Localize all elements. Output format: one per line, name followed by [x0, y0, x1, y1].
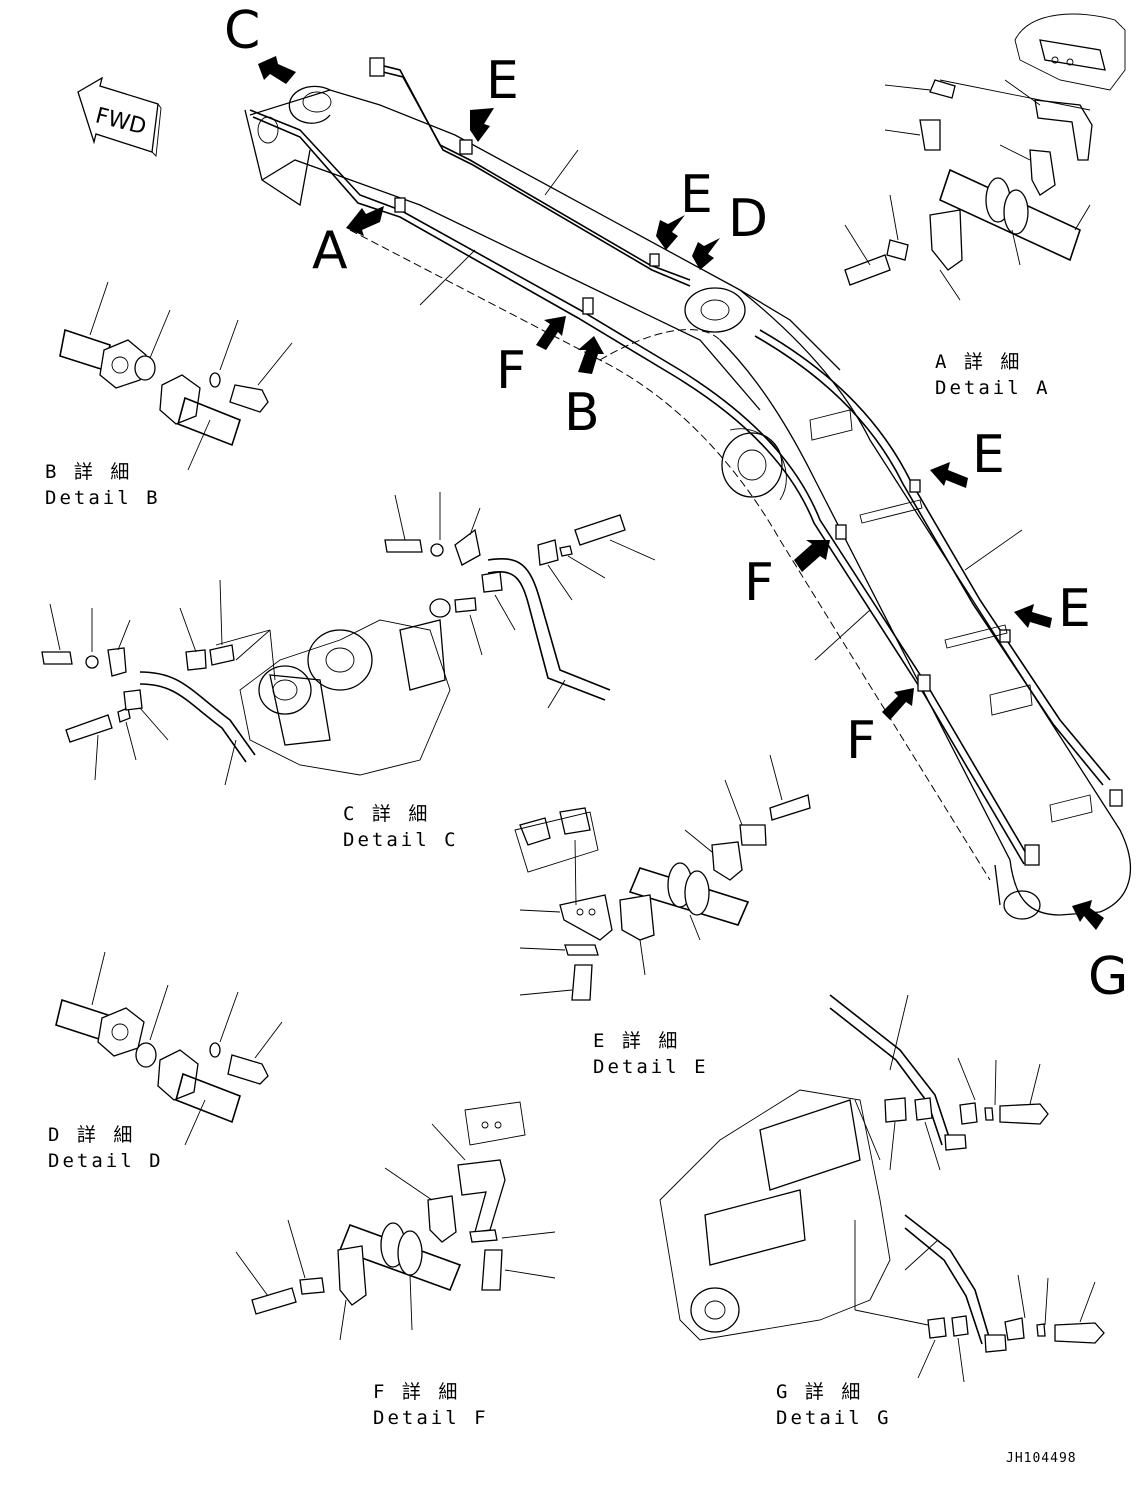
drawing-code: JH104498 — [1006, 1451, 1077, 1466]
callout-g: G — [1088, 947, 1128, 1007]
detail-g-drawing — [659, 994, 1105, 1383]
callout-f1: F — [496, 341, 526, 401]
detail-c-en: Detail C — [343, 829, 459, 851]
callout-e1: E — [486, 51, 519, 111]
detail-e-en: Detail E — [593, 1056, 709, 1078]
callout-f2: F — [744, 553, 774, 613]
detail-g-en: Detail G — [776, 1407, 892, 1429]
callout-e4: E — [1058, 579, 1091, 639]
detail-g-jp: G 詳 細 — [776, 1381, 863, 1403]
arrow-e4-icon — [1014, 604, 1052, 628]
detail-e-drawing — [514, 754, 811, 1001]
detail-d-en: Detail D — [48, 1150, 164, 1172]
callout-d: D — [728, 189, 768, 249]
callout-arrows — [258, 56, 1104, 930]
detail-a-drawing — [844, 13, 1126, 301]
arrow-e1-icon — [470, 108, 494, 142]
detail-c-caption: C 詳 細 Detail C — [343, 803, 459, 851]
arrow-c-icon — [258, 56, 296, 84]
detail-d-caption: D 詳 細 Detail D — [48, 1124, 164, 1172]
detail-d-drawing — [55, 951, 283, 1146]
arrow-f3-icon — [882, 688, 914, 720]
detail-g-caption: G 詳 細 Detail G — [776, 1381, 892, 1429]
detail-a-caption: A 詳 細 Detail A — [935, 351, 1051, 399]
detail-a-jp: A 詳 細 — [935, 351, 1022, 373]
detail-b-en: Detail B — [45, 487, 161, 509]
detail-e-caption: E 詳 細 Detail E — [593, 1030, 709, 1078]
detail-c-drawing — [41, 492, 656, 786]
callout-e2: E — [680, 165, 713, 225]
detail-b-jp: B 詳 細 — [45, 461, 132, 483]
detail-f-jp: F 詳 細 — [373, 1381, 460, 1403]
callout-letters: C E A E D F B E F E F G — [224, 1, 1128, 1007]
callout-f3: F — [846, 711, 876, 771]
callout-b: B — [564, 383, 600, 443]
boom-assembly — [244, 57, 1132, 920]
arrow-g-icon — [1072, 900, 1104, 930]
arrow-a-icon — [346, 206, 384, 236]
arrow-e2-icon — [656, 215, 685, 250]
callout-e3: E — [972, 425, 1005, 485]
detail-f-drawing — [235, 1101, 556, 1341]
detail-d-jp: D 詳 細 — [48, 1124, 135, 1146]
callout-c: C — [224, 1, 260, 61]
arrow-e3-icon — [930, 462, 968, 488]
detail-b-caption: B 詳 細 Detail B — [45, 461, 161, 509]
detail-c-jp: C 詳 細 — [343, 803, 430, 825]
detail-b-drawing — [59, 281, 293, 471]
detail-a-en: Detail A — [935, 377, 1051, 399]
detail-f-caption: F 詳 細 Detail F — [373, 1381, 489, 1429]
arrow-d-icon — [692, 238, 720, 270]
arrow-b-icon — [578, 336, 604, 374]
fwd-arrow-icon: FWD — [77, 76, 162, 157]
detail-f-en: Detail F — [373, 1407, 489, 1429]
arrow-f1-icon — [536, 316, 566, 350]
fwd-label: FWD — [93, 103, 149, 140]
detail-e-jp: E 詳 細 — [593, 1030, 680, 1052]
arrow-f2-icon — [794, 540, 830, 572]
callout-a: A — [312, 221, 348, 281]
